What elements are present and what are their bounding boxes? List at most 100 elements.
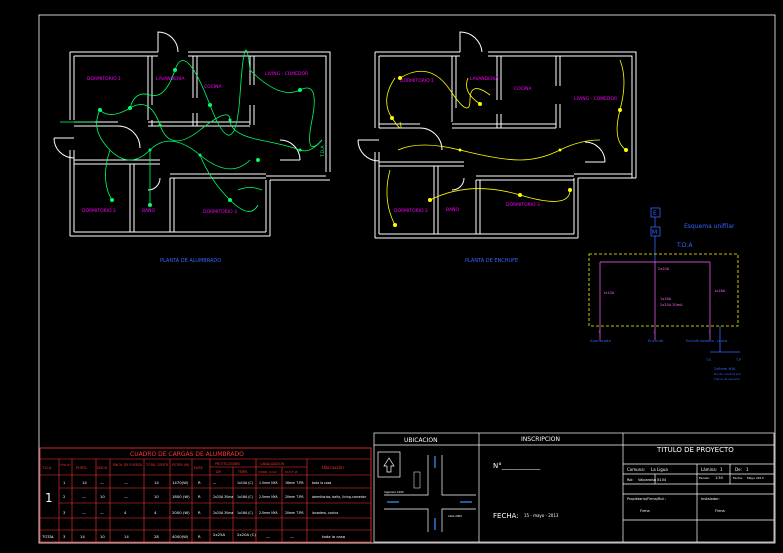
room-bano-left: BAÑO [142,207,156,214]
branch3-circuit: 3 [708,329,711,334]
table-cell-cto: 1 [63,480,66,485]
table-cell-total: 4 [154,510,157,515]
load-table-rows: 1 14 — — 14 1470(W) R — 1x10A (C) 1.5mm NYA 16mm T… [63,480,367,515]
table-cell-duct: 16mm T.P.R. [285,481,304,485]
table-cell-ubic: toda la casa [312,481,331,485]
total-cto: 3 [63,534,66,539]
table-cell-fuerza: — [124,494,128,499]
branch1-label: Alumbrado [590,338,611,343]
room-living-right: LIVING - COMEDOR [574,96,617,102]
hdr-fase: FASE [194,466,203,470]
total-portal: 14 [80,534,85,539]
propietario-label: Propietario/Firma/Rut : [627,497,666,501]
outlets-floor-plan [357,31,637,239]
table-cell-pot: 1470(W) [172,480,189,485]
table-cell-total: 10 [154,494,159,499]
table-cell-total: 14 [154,480,159,485]
room-living-left: LIVING - COMEDOR [265,71,308,77]
table-cell-duct: 20mm T.P.R. [285,495,304,499]
location-street-marks [387,456,472,530]
main-breaker-label: 2x20A [658,267,670,271]
table-cell-fase: R [198,494,201,499]
hdr-cto: CTO N° [60,463,71,467]
instalador-value: Firma [715,509,725,513]
table-cell-term: 1x16A (C) [237,511,253,515]
ground-tp: T.P [735,358,741,362]
table-cell-term: 1x10A (C) [237,481,253,485]
table-cell-term: 1x16A (C) [237,495,253,499]
total-fase: R [198,534,201,539]
feeder-3: Tierra de servicio [713,377,740,381]
hdr-dif: DIF. [216,470,222,474]
total-total: 28 [154,534,159,539]
house-lot-marker [413,471,421,489]
branch2-breaker: 1x16A [660,297,672,301]
feeder-2: Ducto conduit pvc [714,372,742,376]
tda-box-label: T.D.A [676,242,693,249]
hdr-pot: POTEN (W) [172,463,189,467]
escala-label: Escala: [699,476,710,480]
unifilar-title: Esquema unifilar [684,223,735,230]
title-block-text: UBICACION INSCRIPCION TITULO DE PROYECTO… [404,436,764,520]
fecha-value: 15 - mayo - 2013 [524,513,559,518]
table-cell-ubic: lavadero, cocina [312,511,338,515]
total-ubic: toda la casa [322,534,345,539]
room-dormitorio1-right: DORMITORIO 1 [400,78,434,84]
room-lavanderia-right: LAVANDERIA [470,76,499,82]
room-bano-right: BAÑO [446,206,460,213]
tda-number: 1 [45,491,53,505]
instalador-label: Instalador: [701,497,720,501]
hdr-portal: PORTL [76,466,87,470]
unifilar-diagram: Esquema unifilar E M T.D.A 2x20A 1x10A 1… [588,207,742,381]
table-cell-fuerza: — [124,480,128,485]
ubicacion-header: UBICACION [404,437,438,444]
outlets-plan-title: PLANTA DE ENCHUFE [465,258,518,264]
meter-m-box [650,226,661,237]
branch2-diff: 2x25A 30mA [660,303,683,307]
total-cond: — [266,534,270,539]
comuna-label: Comuna: [627,467,645,472]
branch2-label: Enchufe [648,338,664,343]
rol-value: Valparaiso 8104 [638,478,667,482]
feeder-1: 2x6mm NYA [714,367,736,371]
table-cell-pot: 2000 (W) [172,510,190,515]
table-cell-fase: R [198,510,201,515]
load-table: CUADRO DE CARGAS DE ALUMBRADO T.D.A CTO [39,447,372,543]
table-cell-cto: 2 [63,494,66,499]
meter-m-label: M [652,229,657,236]
table-cell-ench: — [100,480,104,485]
fecha-small-label: Fecha: [733,476,743,480]
table-cell-cto: 3 [63,510,66,515]
ground-ts: T.S [705,358,712,362]
room-dormitorio2-right: DORMITORIO 2 [394,208,428,214]
table-cell-portal: 14 [82,480,87,485]
table-cell-cond: 2.5mm NYA [259,495,278,499]
location-map [377,451,476,532]
room-dormitorio3-left: DORMITORIO 3 [203,209,237,215]
outlet-symbols [390,76,628,227]
meter-e-label: E [653,210,657,217]
table-cell-fase: R [198,480,201,485]
hdr-ubicacion: Ubicación [322,464,344,471]
tda-panel-label: T.D.A [320,144,326,158]
title-block [373,432,775,543]
table-cell-fuerza: 4 [124,510,127,515]
branch3-breaker: 1x16A [714,289,726,293]
street-label-1: Ingeniero 1000 [384,490,404,494]
lighting-floor-plan [53,31,331,237]
street-label-2: Calle 2000 [448,514,462,518]
rol-label: Rol: [627,478,634,482]
hdr-fuerza: ENCH. DE FUERZA [113,463,143,467]
room-cocina-left: COCINA [204,84,223,90]
total-ench: 10 [100,534,105,539]
lamina-label: Lámina: [701,467,717,472]
table-cell-dif: 2x25A 30ma [213,511,233,515]
hdr-ducto: DUCT. Ø [285,469,298,474]
lighting-room-labels: DORMITORIO 1 LAVANDERIA COCINA LIVING - … [82,71,308,215]
table-cell-cond: 1.5mm NYA [259,481,278,485]
hdr-term: TERM. [237,470,248,474]
table-cell-cond: 2.5mm NYA [259,511,278,515]
total-label: TOTAL [41,534,55,539]
table-cell-dif: — [213,481,217,485]
